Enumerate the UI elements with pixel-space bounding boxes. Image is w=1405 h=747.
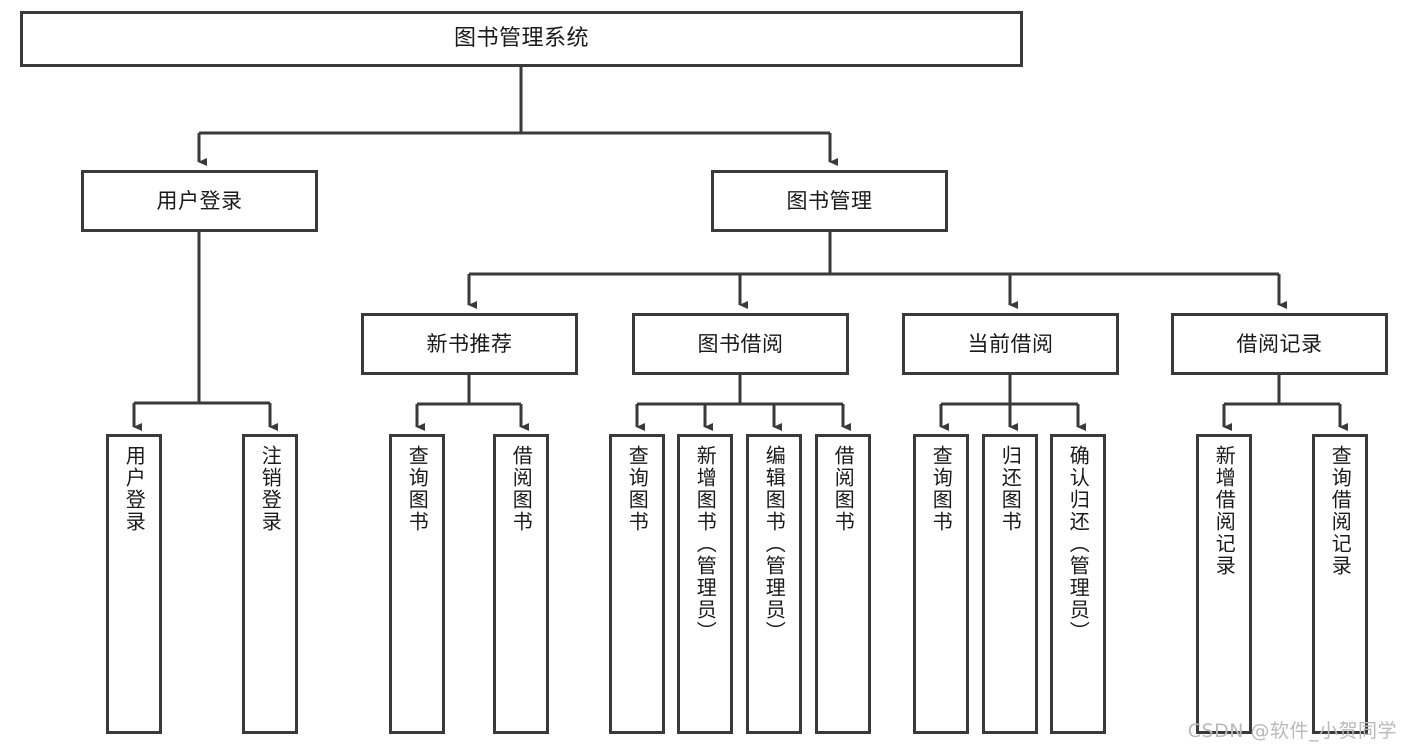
- node-user-login[interactable]: 用户登录: [81, 170, 318, 232]
- node-root-label: 图书管理系统: [453, 26, 589, 52]
- node-leaf-borrow-book-2-label: 借阅图书: [831, 445, 856, 533]
- node-leaf-borrow-book-2[interactable]: 借阅图书: [815, 434, 871, 734]
- node-leaf-query-book-3[interactable]: 查询图书: [913, 434, 969, 734]
- node-leaf-edit-book[interactable]: 编辑图书（管理员）: [746, 434, 802, 734]
- node-leaf-add-record-label: 新增借阅记录: [1212, 445, 1237, 577]
- node-leaf-return-book-label: 归还图书: [998, 445, 1023, 533]
- node-book-borrow-label: 图书借阅: [697, 331, 784, 356]
- node-leaf-query-book-3-label: 查询图书: [929, 445, 954, 533]
- node-leaf-query-book-2[interactable]: 查询图书: [609, 434, 665, 734]
- node-leaf-confirm-return[interactable]: 确认归还（管理员）: [1050, 434, 1106, 734]
- node-leaf-query-book-2-label: 查询图书: [625, 445, 650, 533]
- node-leaf-return-book[interactable]: 归还图书: [982, 434, 1038, 734]
- node-new-book-recommend-label: 新书推荐: [426, 331, 513, 356]
- node-current-borrow[interactable]: 当前借阅: [902, 313, 1119, 375]
- node-borrow-record-label: 借阅记录: [1236, 331, 1323, 356]
- node-leaf-add-record[interactable]: 新增借阅记录: [1196, 434, 1252, 734]
- node-root[interactable]: 图书管理系统: [20, 11, 1023, 67]
- node-leaf-query-record-label: 查询借阅记录: [1328, 445, 1353, 577]
- node-leaf-confirm-return-label: 确认归还（管理员）: [1066, 445, 1091, 643]
- node-leaf-add-book-label: 新增图书（管理员）: [693, 445, 718, 643]
- node-leaf-borrow-book-1[interactable]: 借阅图书: [493, 434, 549, 734]
- node-user-login-label: 用户登录: [156, 188, 243, 213]
- node-borrow-record[interactable]: 借阅记录: [1171, 313, 1388, 375]
- node-leaf-borrow-book-1-label: 借阅图书: [509, 445, 534, 533]
- node-leaf-add-book[interactable]: 新增图书（管理员）: [677, 434, 733, 734]
- node-new-book-recommend[interactable]: 新书推荐: [361, 313, 578, 375]
- node-leaf-query-book-1[interactable]: 查询图书: [389, 434, 445, 734]
- node-leaf-user-login-label: 用户登录: [122, 445, 147, 533]
- node-current-borrow-label: 当前借阅: [967, 331, 1054, 356]
- csdn-watermark: CSDN @软件_小贺同学: [1187, 720, 1397, 742]
- node-book-manage-label: 图书管理: [786, 188, 873, 213]
- node-leaf-query-record[interactable]: 查询借阅记录: [1312, 434, 1368, 734]
- node-book-borrow[interactable]: 图书借阅: [632, 313, 849, 375]
- node-leaf-logout-login-label: 注销登录: [258, 445, 283, 533]
- node-leaf-query-book-1-label: 查询图书: [405, 445, 430, 533]
- node-leaf-edit-book-label: 编辑图书（管理员）: [762, 445, 787, 643]
- node-leaf-logout-login[interactable]: 注销登录: [242, 434, 298, 734]
- node-book-manage[interactable]: 图书管理: [711, 170, 948, 232]
- node-leaf-user-login[interactable]: 用户登录: [106, 434, 162, 734]
